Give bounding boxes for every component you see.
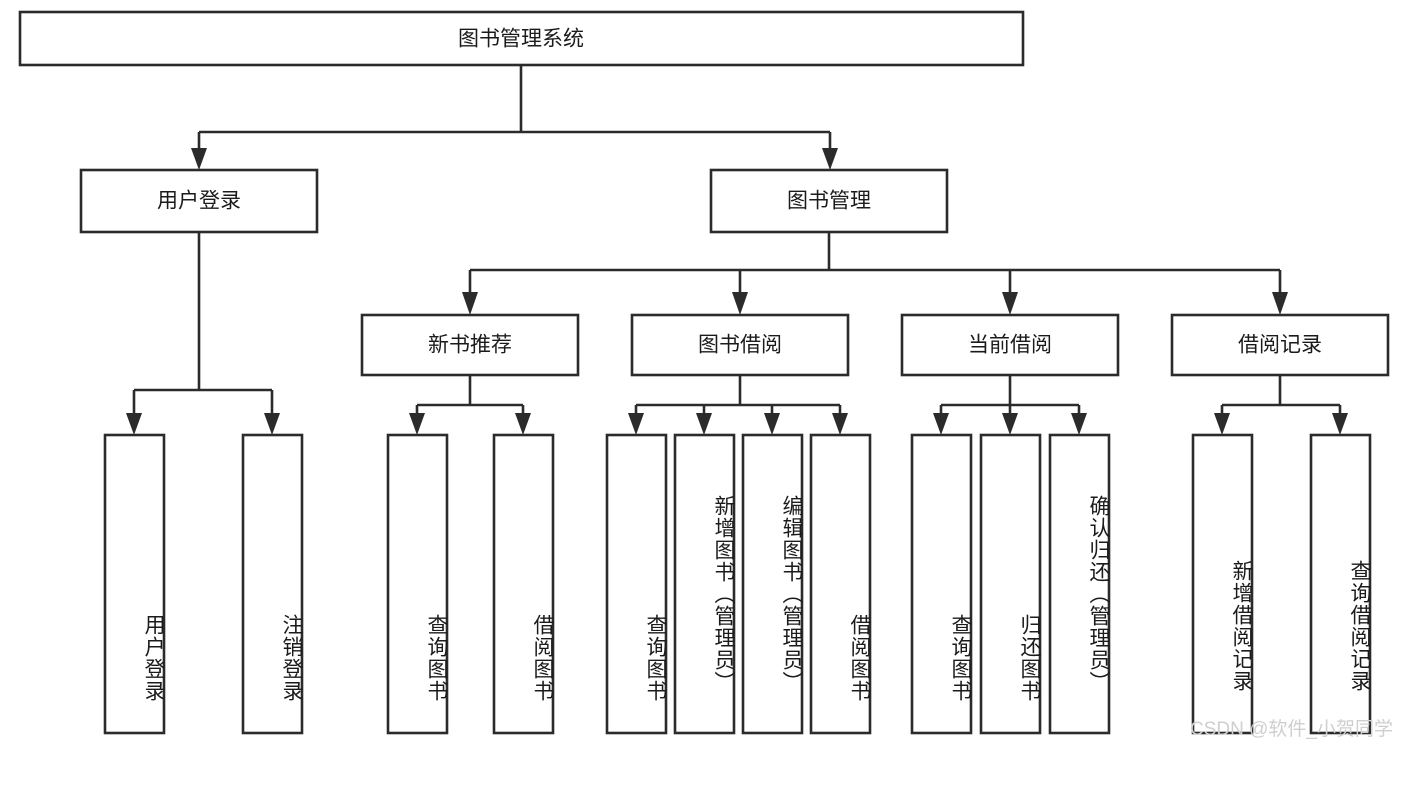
node-root[interactable]: 图书管理系统	[18, 10, 1025, 67]
node-level3-2-label: 当前借阅	[968, 334, 1052, 357]
node-leaf-7-box[interactable]	[809, 433, 872, 735]
arrow-head-icon	[696, 413, 712, 435]
arrow-head-icon	[462, 292, 478, 315]
node-leaf-8-box[interactable]	[910, 433, 973, 735]
edge-current-to-leaves	[933, 375, 1087, 435]
arrow-head-icon	[732, 292, 748, 315]
node-level2-1-label: 图书管理	[787, 190, 871, 213]
node-level3-2-box[interactable]	[900, 313, 1120, 377]
node-leaf-4-box[interactable]	[605, 433, 668, 735]
node-level3-1[interactable]: 图书借阅	[630, 313, 850, 377]
edge-record-to-leaves	[1214, 375, 1348, 435]
node-level3-2[interactable]: 当前借阅	[900, 313, 1120, 377]
node-leaf-6-box[interactable]	[741, 433, 804, 735]
arrow-head-icon	[1002, 413, 1018, 435]
node-leaf-9-box[interactable]	[979, 433, 1042, 735]
node-leaf-12-box[interactable]	[1309, 433, 1372, 735]
arrow-head-icon	[191, 148, 207, 170]
node-level2-0-box[interactable]	[79, 168, 319, 234]
edge-userlogin-to-leaves	[126, 232, 280, 435]
arrow-head-icon	[264, 413, 280, 435]
arrow-head-icon	[1002, 292, 1018, 315]
node-level3-0-box[interactable]	[360, 313, 580, 377]
arrow-head-icon	[832, 413, 848, 435]
node-leaf-3-box[interactable]	[492, 433, 555, 735]
node-leaf-1-box[interactable]	[241, 433, 304, 735]
arrow-head-icon	[1214, 413, 1230, 435]
node-leaf-11-box[interactable]	[1191, 433, 1254, 735]
arrow-head-icon	[628, 413, 644, 435]
diagram-root: 图书管理系统 用户登录 图书管理	[18, 10, 1393, 740]
node-level3-3-label: 借阅记录	[1238, 334, 1322, 357]
node-leaf-0-box[interactable]	[103, 433, 166, 735]
edge-borrow-to-leaves	[628, 375, 848, 435]
arrow-head-icon	[1332, 413, 1348, 435]
edge-bookmgmt-to-level3	[462, 232, 1288, 315]
edge-newbook-to-leaves	[409, 375, 531, 435]
node-leaf-10-box[interactable]	[1048, 433, 1111, 735]
arrow-head-icon	[409, 413, 425, 435]
csdn-watermark: CSDN @软件_小贺同学	[1190, 719, 1393, 740]
node-leaf-2-box[interactable]	[386, 433, 449, 735]
node-level2-0-label: 用户登录	[157, 190, 241, 213]
node-level2-0[interactable]: 用户登录	[79, 168, 319, 234]
arrow-head-icon	[126, 413, 142, 435]
arrow-head-icon	[764, 413, 780, 435]
node-root-label: 图书管理系统	[458, 28, 584, 51]
arrow-head-icon	[933, 413, 949, 435]
arrow-head-icon	[822, 148, 838, 170]
node-level3-0-label: 新书推荐	[428, 334, 512, 357]
node-leaf-5-box[interactable]	[673, 433, 736, 735]
node-level2-1[interactable]: 图书管理	[709, 168, 949, 234]
edge-root-to-level2	[191, 65, 838, 170]
node-level3-1-label: 图书借阅	[698, 334, 782, 357]
node-level3-3[interactable]: 借阅记录	[1170, 313, 1390, 377]
node-level3-0[interactable]: 新书推荐	[360, 313, 580, 377]
arrow-head-icon	[515, 413, 531, 435]
arrow-head-icon	[1272, 292, 1288, 315]
node-root-box[interactable]	[18, 10, 1025, 67]
hierarchy-diagram-canvas: 图书管理系统 用户登录 图书管理	[18, 10, 1390, 735]
arrow-head-icon	[1071, 413, 1087, 435]
